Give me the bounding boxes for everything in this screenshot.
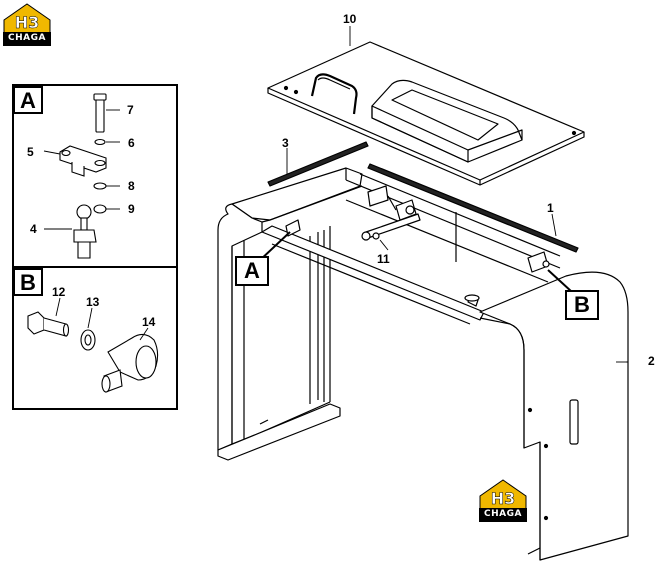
part-number-7: 7 (127, 103, 134, 117)
seal-strip-1 (367, 163, 579, 253)
detail-panel-b (12, 266, 178, 410)
detail-panel-b-tag: B (13, 268, 43, 296)
part-number-1: 1 (547, 201, 554, 215)
detail-b-drawing (27, 297, 159, 393)
seal-strip-3 (267, 141, 369, 187)
part-number-12: 12 (52, 285, 66, 299)
logo-mark-text: H3 (490, 489, 516, 509)
part-number-8: 8 (128, 179, 135, 193)
part-number-5: 5 (27, 145, 34, 159)
part-number-2: 2 (648, 354, 655, 368)
part-number-3: 3 (282, 136, 289, 150)
logo-wordmark: CHAGA (5, 33, 49, 44)
part-number-10: 10 (343, 12, 357, 26)
part-number-4: 4 (30, 222, 37, 236)
logo-wordmark: CHAGA (481, 509, 525, 520)
detail-a-drawing (43, 93, 120, 259)
part-number-6: 6 (128, 136, 135, 150)
part-number-14: 14 (142, 315, 156, 329)
frame-body (217, 167, 629, 561)
lid-cover (267, 41, 585, 186)
callout-a: A (235, 256, 269, 286)
callout-b: B (565, 290, 599, 320)
logo-mark-text: H3 (14, 13, 40, 33)
brand-logo-top: H3 CHAGA (2, 2, 52, 48)
part-number-13: 13 (86, 295, 100, 309)
part-number-9: 9 (128, 202, 135, 216)
detail-panel-a-tag: A (13, 86, 43, 114)
part-number-11: 11 (377, 252, 390, 266)
brand-logo-bottom: H3 CHAGA (478, 478, 528, 524)
